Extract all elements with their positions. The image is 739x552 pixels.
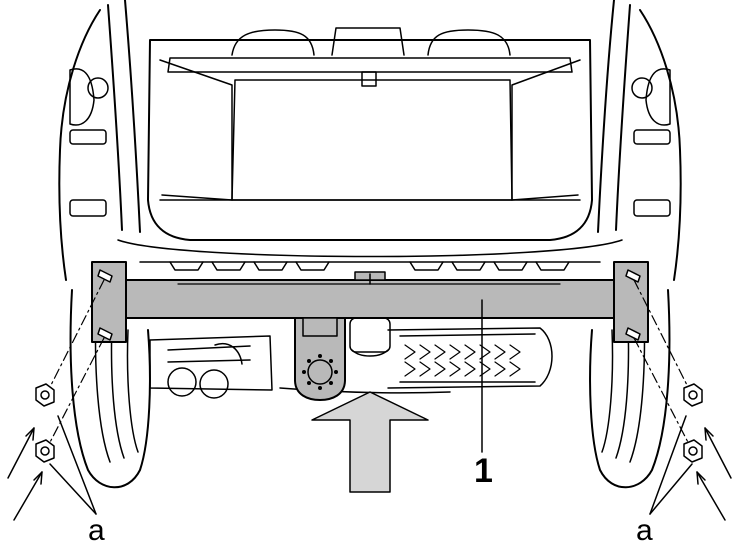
vehicle-body bbox=[58, 0, 682, 281]
hex-nut-icon bbox=[35, 383, 703, 463]
bolts-right bbox=[625, 269, 641, 341]
fastener-label-left: a bbox=[88, 514, 105, 547]
large-up-arrow-icon bbox=[311, 391, 429, 493]
tow-bar-crossmember bbox=[119, 271, 621, 319]
part-number-label: 1 bbox=[474, 452, 493, 490]
fastener-label-right: a bbox=[636, 514, 653, 547]
socket-plate bbox=[294, 317, 346, 401]
bolts-left bbox=[97, 269, 113, 341]
underbody bbox=[149, 317, 553, 399]
assembly-lines bbox=[45, 279, 693, 451]
leader-arrows bbox=[7, 415, 732, 521]
